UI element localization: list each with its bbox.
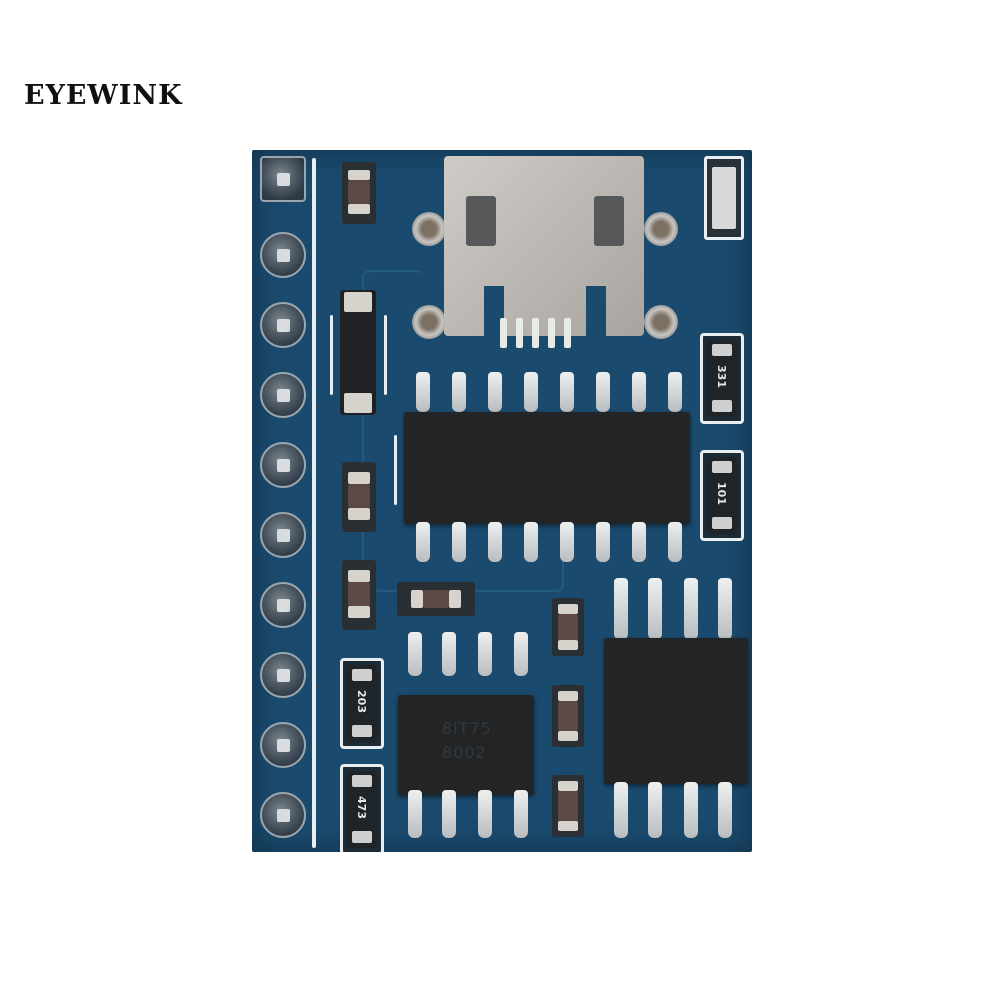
usb-pin [500, 318, 507, 348]
ic-pin [478, 790, 492, 838]
usb-mount-hole [644, 212, 678, 246]
ic-pin [488, 522, 502, 562]
resistor-label: 473 [354, 796, 368, 819]
header-pin [260, 722, 306, 768]
ic-pin [560, 522, 574, 562]
diode-smd [340, 290, 376, 415]
ic-pin [684, 578, 698, 640]
ic-pin [668, 522, 682, 562]
usb-mount-hole [412, 305, 446, 339]
capacitor-smd [342, 560, 376, 630]
resistor-101: 101 [700, 450, 744, 541]
ic-pin [408, 632, 422, 676]
micro-usb-connector[interactable] [444, 156, 644, 336]
ic-pin [514, 790, 528, 838]
ic-pin [416, 522, 430, 562]
ic-pin [718, 578, 732, 640]
usb-pin [564, 318, 571, 348]
ic-16-pin [404, 412, 690, 524]
header-pin-1-square-pad [260, 156, 306, 202]
header-pin [260, 792, 306, 838]
capacitor-smd-horizontal [397, 582, 475, 616]
ic-pin [416, 372, 430, 412]
ic-pin [452, 372, 466, 412]
resistor-label: 203 [354, 690, 368, 713]
ic-8-pin-right [604, 638, 748, 784]
ic-pin [614, 578, 628, 640]
diode-silkscreen [384, 315, 387, 395]
ic-silkscreen [394, 435, 397, 505]
header-pin [260, 582, 306, 628]
header-pin [260, 442, 306, 488]
usb-pin [532, 318, 539, 348]
led-indicator [704, 156, 744, 240]
capacitor-smd [552, 598, 584, 656]
ic-pin [668, 372, 682, 412]
usb-latch-hole [466, 196, 496, 246]
resistor-331: 331 [700, 333, 744, 424]
usb-pin [516, 318, 523, 348]
ic-pin [718, 782, 732, 838]
ic-pin [614, 782, 628, 838]
ic-pin [442, 790, 456, 838]
ic-pin [514, 632, 528, 676]
ic-marking: 8002 [442, 743, 487, 762]
ic-pin [478, 632, 492, 676]
resistor-label: 331 [714, 365, 728, 388]
capacitor-smd [552, 775, 584, 837]
usb-latch-hole [594, 196, 624, 246]
brand-logo-text: EYEWINK [24, 80, 183, 111]
ic-pin [648, 578, 662, 640]
capacitor-smd [342, 462, 376, 532]
ic-pin [442, 632, 456, 676]
ic-pin [648, 782, 662, 838]
header-silkscreen-line [312, 158, 316, 848]
ic-pin [488, 372, 502, 412]
header-pin [260, 372, 306, 418]
usb-mount-hole [412, 212, 446, 246]
ic-pin [596, 372, 610, 412]
header-pin [260, 302, 306, 348]
ic-pin [524, 522, 538, 562]
ic-pin [632, 522, 646, 562]
header-pin [260, 232, 306, 278]
resistor-473: 473 [340, 764, 384, 852]
usb-pin [548, 318, 555, 348]
pcb-board: 203 473 331 101 [252, 150, 752, 852]
resistor-203: 203 [340, 658, 384, 749]
ic-8-pin-left: 8iT75 8002 [398, 695, 534, 795]
ic-pin [632, 372, 646, 412]
header-pin [260, 512, 306, 558]
ic-pin [684, 782, 698, 838]
capacitor-smd [552, 685, 584, 747]
capacitor-smd [342, 162, 376, 224]
ic-marking: 8iT75 [442, 719, 492, 738]
ic-pin [596, 522, 610, 562]
ic-pin [560, 372, 574, 412]
resistor-label: 101 [714, 482, 728, 505]
ic-pin [524, 372, 538, 412]
usb-mount-hole [644, 305, 678, 339]
diode-silkscreen [330, 315, 333, 395]
ic-pin [408, 790, 422, 838]
pcb-trace [362, 270, 424, 572]
ic-pin [452, 522, 466, 562]
header-pin [260, 652, 306, 698]
